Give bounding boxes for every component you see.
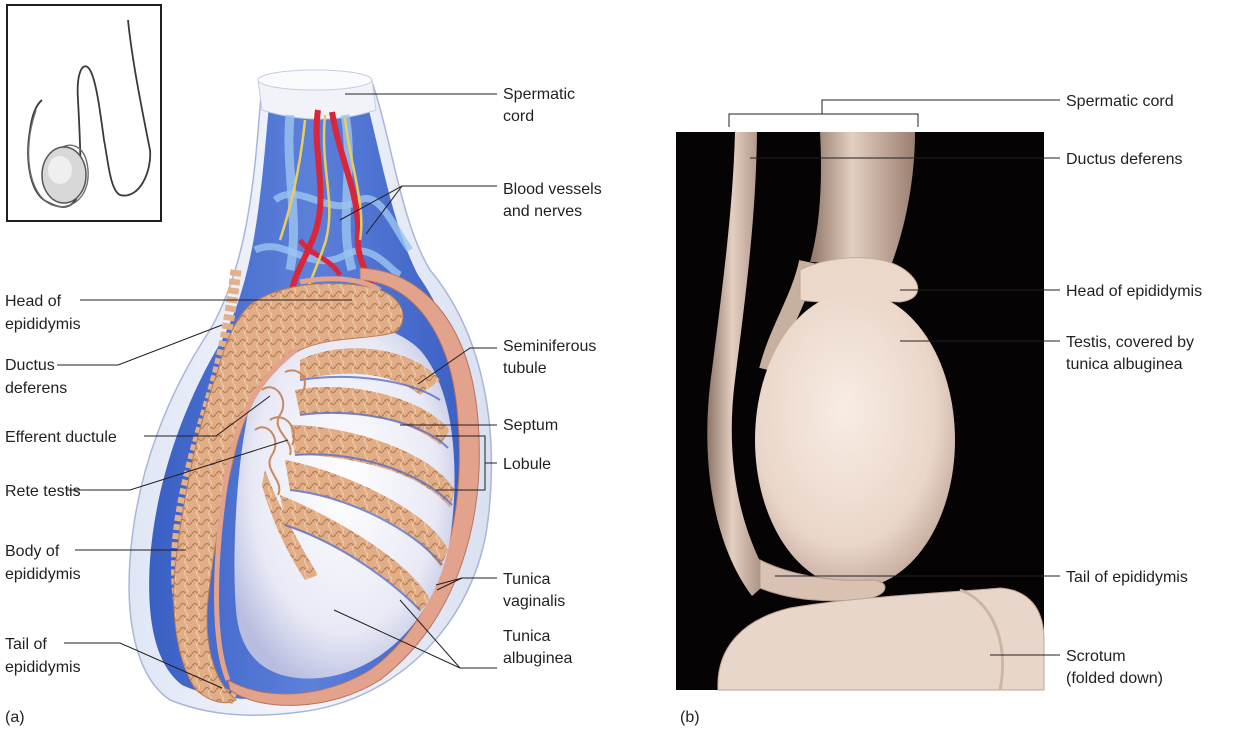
label-a-lobule: Lobule [503,456,551,473]
label-b-tail-of-epididymis: Tail of epididymis [1066,569,1188,586]
photo-testis [755,292,955,588]
panel-b-letter: (b) [680,709,700,726]
panel-b [676,132,1044,690]
label-a-efferent-ductule: Efferent ductule [5,429,117,446]
label-b-ductus-deferens: Ductus deferens [1066,151,1183,168]
label-b-head-of-epididymis: Head of epididymis [1066,283,1202,300]
label-b-spermatic-cord: Spermatic cord [1066,93,1174,110]
panel-a [7,5,491,715]
panel-a-letter: (a) [5,709,25,726]
label-a-rete-testis: Rete testis [5,483,81,500]
label-a-septum: Septum [503,417,558,434]
inset-orientation-box [7,5,161,221]
label-b-scrotum: Scrotum(folded down) [1066,648,1163,687]
